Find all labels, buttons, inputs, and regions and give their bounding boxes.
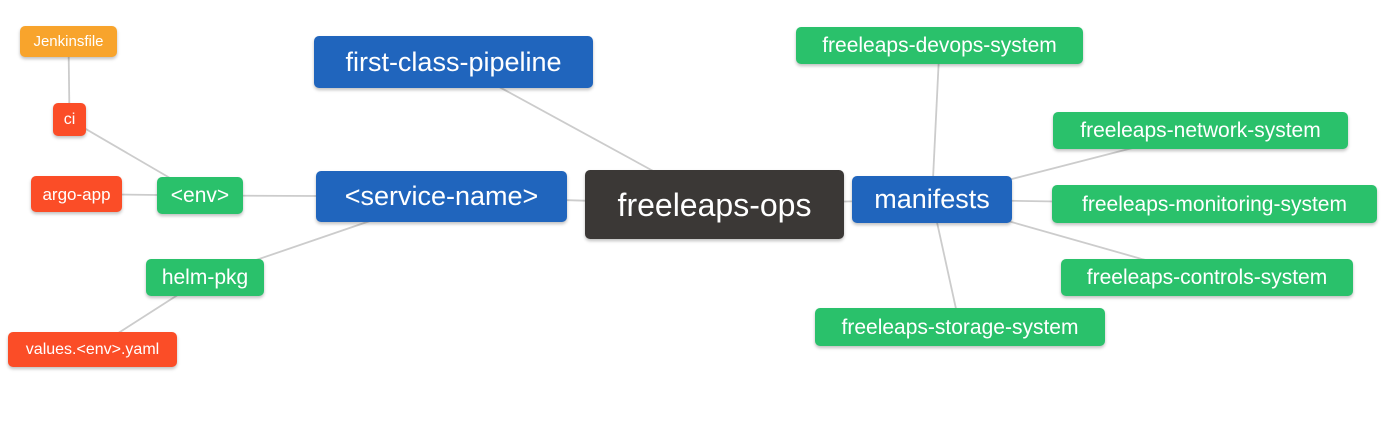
node-label: first-class-pipeline xyxy=(345,46,562,77)
node-storage-system[interactable]: freeleaps-storage-system xyxy=(815,308,1105,346)
node-label: freeleaps-ops xyxy=(617,186,812,223)
node-label: freeleaps-monitoring-system xyxy=(1082,192,1347,216)
node-controls-system[interactable]: freeleaps-controls-system xyxy=(1061,259,1353,296)
node-label: freeleaps-storage-system xyxy=(841,315,1079,339)
node-root[interactable]: freeleaps-ops xyxy=(585,170,844,239)
node-monitoring-system[interactable]: freeleaps-monitoring-system xyxy=(1052,185,1377,223)
node-label: helm-pkg xyxy=(161,266,249,289)
edge-manifests-devops-system xyxy=(931,45,941,200)
node-label: manifests xyxy=(874,184,990,214)
node-service-name[interactable]: <service-name> xyxy=(316,171,567,222)
node-label: freeleaps-controls-system xyxy=(1086,266,1328,289)
node-label: Jenkinsfile xyxy=(33,33,104,50)
node-ci[interactable]: ci xyxy=(53,103,86,136)
node-env[interactable]: <env> xyxy=(157,177,243,214)
node-manifests[interactable]: manifests xyxy=(852,176,1012,223)
node-first-class-pipeline[interactable]: first-class-pipeline xyxy=(314,36,593,88)
node-label: freeleaps-devops-system xyxy=(822,34,1057,57)
node-network-system[interactable]: freeleaps-network-system xyxy=(1053,112,1348,149)
node-label: <env> xyxy=(170,184,230,207)
node-devops-system[interactable]: freeleaps-devops-system xyxy=(796,27,1083,64)
node-label: ci xyxy=(63,110,76,128)
node-label: freeleaps-network-system xyxy=(1080,119,1321,142)
node-argo-app[interactable]: argo-app xyxy=(31,176,122,212)
node-jenkinsfile[interactable]: Jenkinsfile xyxy=(20,26,117,57)
node-helm-pkg[interactable]: helm-pkg xyxy=(146,259,264,296)
node-label: argo-app xyxy=(42,184,111,204)
node-label: <service-name> xyxy=(344,181,539,211)
node-values-env-yaml[interactable]: values.<env>.yaml xyxy=(8,332,177,367)
node-label: values.<env>.yaml xyxy=(25,340,160,358)
